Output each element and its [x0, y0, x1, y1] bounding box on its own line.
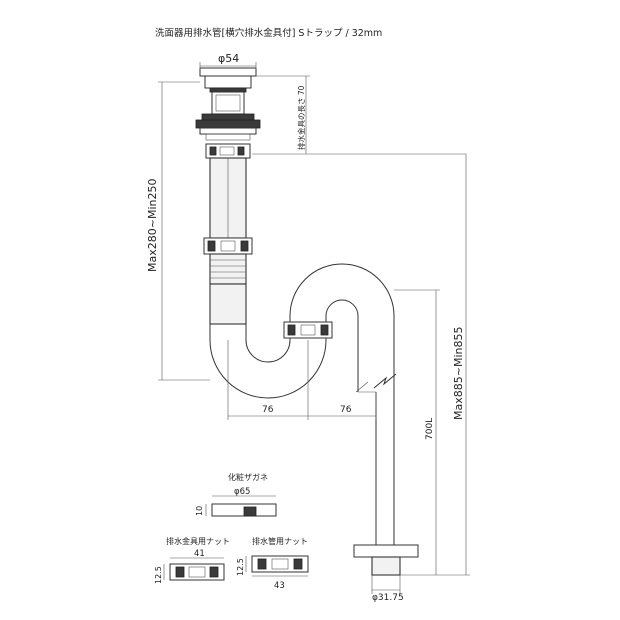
pipe-nut-part: 排水管用ナット 43 12.5 — [236, 536, 309, 591]
drain-nut-width: 41 — [194, 549, 205, 559]
lower-pipe — [209, 253, 247, 325]
total-height-label: Max885~Min855 — [452, 327, 465, 420]
middle-nut — [203, 237, 253, 255]
drain-fitting — [195, 67, 261, 141]
pipe-length-label: 700L — [425, 418, 435, 440]
trap-u-bend — [209, 324, 327, 399]
top-diameter-label: φ54 — [218, 52, 239, 65]
drain-nut-height: 12.5 — [154, 566, 163, 584]
pipe-nut-width: 43 — [274, 581, 285, 591]
height-range-label: Max280~Min250 — [146, 179, 159, 272]
drain-fitting-length-label: 排水金具の長さ 70 — [296, 85, 306, 150]
floor-flange — [353, 544, 419, 576]
drawing-title: 洗面器用排水管[横穴排水金具付] Sトラップ / 32mm — [155, 27, 382, 39]
pipe-nut-height: 12.5 — [236, 558, 245, 576]
pipe-diameter-label: φ31.75 — [372, 593, 404, 603]
drain-nut-part: 排水金具用ナット 41 12.5 — [154, 536, 230, 584]
cosmetic-washer-part: 化粧ザガネ φ65 10 — [195, 472, 277, 517]
cosmetic-washer-height: 10 — [195, 506, 204, 516]
break-mark — [355, 373, 397, 393]
cosmetic-washer-name: 化粧ザガネ — [228, 472, 268, 482]
upper-nut — [205, 143, 251, 159]
trap-nut — [283, 321, 333, 339]
offset-right-label: 76 — [340, 405, 352, 415]
pipe-nut-name: 排水管用ナット — [252, 536, 308, 546]
cosmetic-washer-diameter: φ65 — [234, 487, 250, 497]
offset-left-label: 76 — [262, 405, 274, 415]
tail-pipe — [209, 157, 247, 239]
upper-bend — [289, 263, 395, 380]
drain-nut-name: 排水金具用ナット — [166, 536, 230, 546]
dimension-lines — [158, 62, 470, 594]
